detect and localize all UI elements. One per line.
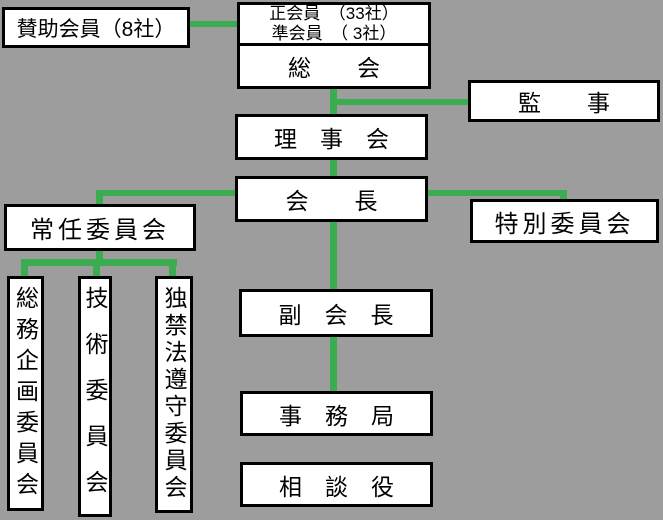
node-general-affairs-planning-committee: 総務企画委員会 bbox=[7, 276, 44, 511]
node-technical-committee: 技術委員会 bbox=[78, 276, 112, 517]
connector-kaicho-left-horizontal bbox=[96, 190, 235, 196]
node-antitrust-compliance-committee: 独禁法遵守委員会 bbox=[155, 276, 193, 513]
node-vice-chairman: 副 会 長 bbox=[239, 289, 433, 337]
node-board-of-directors: 理 事 会 bbox=[235, 114, 428, 160]
node-chairman: 会 長 bbox=[235, 176, 428, 222]
connector-sanjo-members bbox=[190, 21, 237, 27]
connector-drop-gijutsu bbox=[93, 259, 100, 276]
node-secretariat: 事 務 局 bbox=[240, 391, 433, 436]
node-regular-members: 正会員 （33社） 準会員 （ 3社） bbox=[237, 2, 431, 46]
connector-drop-tokubetsu bbox=[560, 190, 567, 199]
connector-drop-jonin bbox=[96, 190, 103, 204]
node-auditor: 監 事 bbox=[468, 80, 660, 122]
connector-jonin-down bbox=[96, 251, 103, 265]
node-standing-committee: 常任委員会 bbox=[4, 204, 196, 251]
node-general-assembly: 総 会 bbox=[237, 43, 431, 89]
connector-rijikai-kaicho bbox=[330, 160, 337, 176]
node-advisor: 相 談 役 bbox=[240, 462, 433, 507]
connector-soukai-kanji bbox=[333, 99, 468, 105]
node-supporting-members: 賛助会員（8社） bbox=[2, 7, 190, 48]
regular-members-line: 正会員 （33社） bbox=[269, 4, 399, 23]
associate-members-line: 準会員 （ 3社） bbox=[271, 24, 397, 43]
connector-drop-somu bbox=[21, 259, 28, 276]
connector-kaicho-right-horizontal bbox=[428, 190, 567, 196]
connector-kaicho-fukukaicho bbox=[330, 222, 337, 289]
node-special-committee: 特別委員会 bbox=[470, 199, 659, 243]
connector-fukukaicho-jimukyoku bbox=[330, 337, 337, 391]
connector-drop-dokkin bbox=[169, 259, 176, 276]
